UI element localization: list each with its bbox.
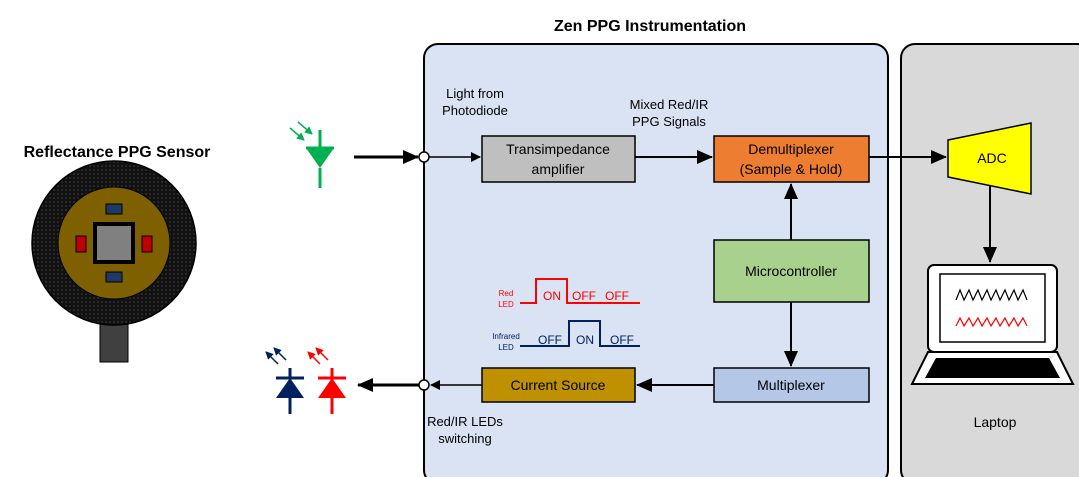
- mixed-label-line2: PPG Signals: [632, 114, 706, 129]
- microcontroller-label: Microcontroller: [745, 263, 837, 279]
- tia-block: [481, 135, 636, 183]
- current-source-label: Current Source: [511, 377, 606, 393]
- sensor-led-top: [105, 203, 123, 215]
- ir-timing-on: ON: [576, 333, 594, 347]
- ir-timing: Infrared LED OFF ON OFF: [492, 320, 640, 352]
- red-timing: Red LED ON OFF OFF: [498, 278, 640, 309]
- output-node: [418, 379, 430, 391]
- ir-timing-wave: [520, 320, 640, 347]
- ir-timing-off-2: OFF: [610, 333, 634, 347]
- switch-label-line2: switching: [438, 431, 491, 446]
- tia-label-line2: amplifier: [532, 161, 585, 177]
- adc-label: ADC: [977, 150, 1007, 166]
- mixed-label-line1: Mixed Red/IR: [630, 97, 709, 112]
- laptop-icon: [910, 264, 1075, 385]
- multiplexer-label: Multiplexer: [757, 377, 825, 393]
- diagram-title: Zen PPG Instrumentation: [554, 18, 746, 35]
- red-timing-off-2: OFF: [605, 289, 629, 303]
- sensor-title: Reflectance PPG Sensor: [24, 144, 211, 161]
- photodiode-icon: [289, 121, 334, 188]
- light-label-line1: Light from: [446, 86, 504, 101]
- ir-timing-label-1: Infrared: [492, 332, 520, 341]
- current-source-block: [481, 367, 636, 403]
- red-led-icon: [307, 347, 346, 414]
- red-timing-off-1: OFF: [572, 289, 596, 303]
- sensor-led-bottom: [105, 271, 123, 283]
- sensor-photodiode: [93, 222, 135, 264]
- sensor-led-right: [141, 235, 153, 253]
- sensor-led-left: [75, 235, 87, 253]
- light-label-line2: Photodiode: [442, 103, 508, 118]
- demux-label-line2: (Sample & Hold): [740, 161, 843, 177]
- input-node: [418, 151, 430, 163]
- switch-label-line1: Red/IR LEDs: [427, 414, 503, 429]
- demux-block: [713, 135, 870, 183]
- red-timing-wave: [520, 278, 640, 304]
- multiplexer-block: [713, 367, 870, 403]
- demux-label-line1: Demultiplexer: [748, 141, 834, 157]
- red-timing-label-2: LED: [498, 300, 514, 309]
- adc-block: [947, 122, 1032, 195]
- red-timing-label-1: Red: [499, 289, 514, 298]
- ir-timing-label-2: LED: [498, 343, 514, 352]
- microcontroller-block: [713, 239, 870, 303]
- ir-timing-off-1: OFF: [538, 333, 562, 347]
- ir-led-icon: [265, 347, 304, 414]
- ppg-sensor: [31, 160, 197, 363]
- red-timing-on: ON: [543, 289, 561, 303]
- tia-label-line1: Transimpedance: [506, 141, 610, 157]
- laptop-label: Laptop: [974, 414, 1017, 430]
